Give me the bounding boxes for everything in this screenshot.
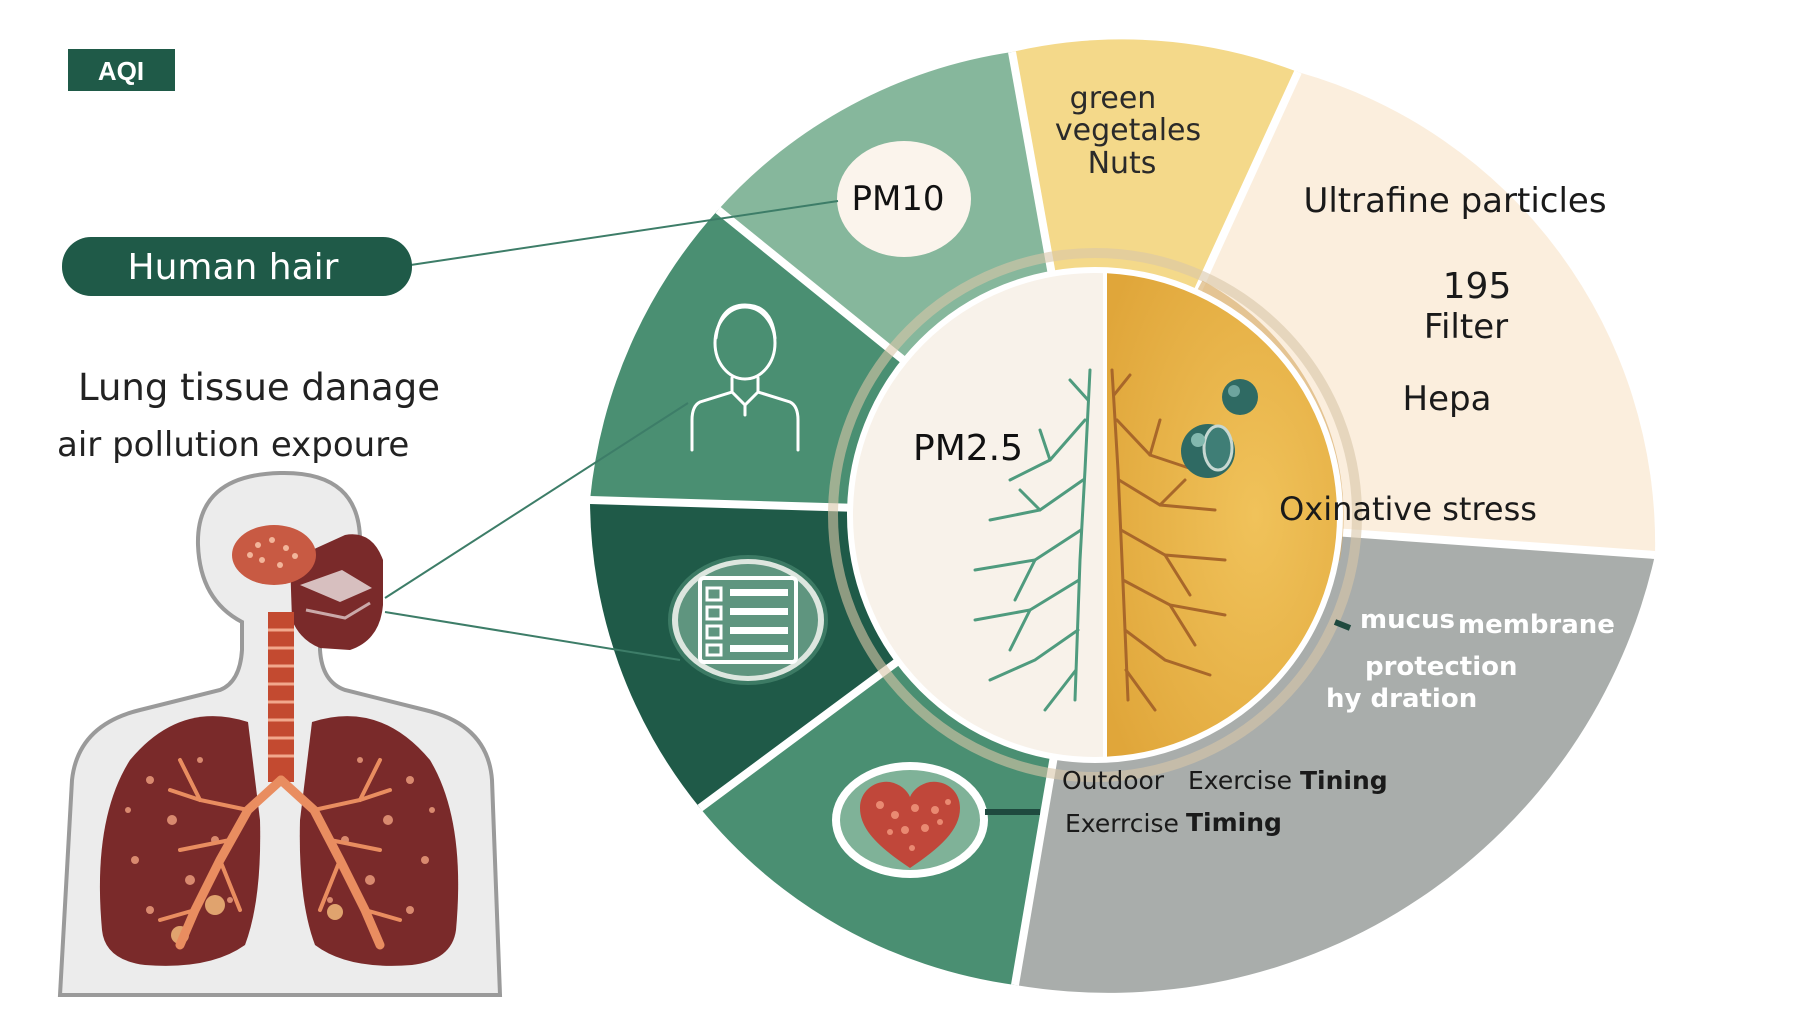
- particle-icon: [1181, 379, 1258, 478]
- green-bronchial-tree-icon: [973, 368, 1092, 712]
- brown-bronchial-tree-icon: [1110, 368, 1227, 712]
- exercise-label: Exercise: [1188, 766, 1292, 795]
- membrane-label: membrane: [1458, 610, 1615, 640]
- protection-text: mucus membrane protection hy dration: [1326, 605, 1615, 714]
- exerrcise-label: Exerrcise: [1065, 809, 1179, 838]
- filter-label: Filter: [1424, 307, 1508, 347]
- outdoor-label: Outdoor: [1062, 766, 1165, 795]
- food-line1: green: [1070, 81, 1157, 116]
- person-icon: [690, 303, 800, 452]
- timing-label: Timing: [1186, 808, 1282, 837]
- heart-icon: [832, 762, 988, 878]
- protection-label: protection: [1365, 652, 1517, 682]
- pm25-label: PM2.5: [913, 428, 1023, 469]
- tining-label: Tining: [1300, 766, 1388, 795]
- human-hair-label: Human hair: [128, 247, 339, 288]
- food-line3: Nuts: [1088, 146, 1157, 181]
- ultrafine-label: Ultrafine particles: [1303, 181, 1606, 221]
- hydration-label: hy dration: [1326, 684, 1477, 714]
- left-heading-line2: air pollution expoure: [57, 425, 409, 465]
- filter-text: Ultrafine particles 195 Filter Hepa Oxin…: [1279, 181, 1606, 528]
- oxidative-stress-label: Oxinative stress: [1279, 490, 1537, 528]
- checklist-icon: [668, 555, 828, 685]
- connector-lines: [384, 200, 839, 661]
- left-heading-line1: Lung tissue danage: [78, 366, 440, 409]
- hepa-label: Hepa: [1403, 379, 1492, 419]
- filter-number: 195: [1443, 266, 1512, 307]
- human-lungs-illustration: [57, 470, 503, 997]
- aqi-badge: AQI: [68, 49, 175, 91]
- human-hair-pill: Human hair: [62, 237, 412, 296]
- food-line2: vegetales: [1055, 113, 1201, 148]
- mucus-label: mucus: [1360, 605, 1455, 635]
- food-text: green vegetales Nuts: [1055, 81, 1201, 181]
- aqi-badge-label: AQI: [98, 56, 144, 86]
- pm10-label: PM10: [851, 179, 944, 219]
- timing-text: Outdoor Exercise Tining Exerrcise Timing: [1062, 766, 1388, 838]
- pm10-bubble: [837, 141, 971, 257]
